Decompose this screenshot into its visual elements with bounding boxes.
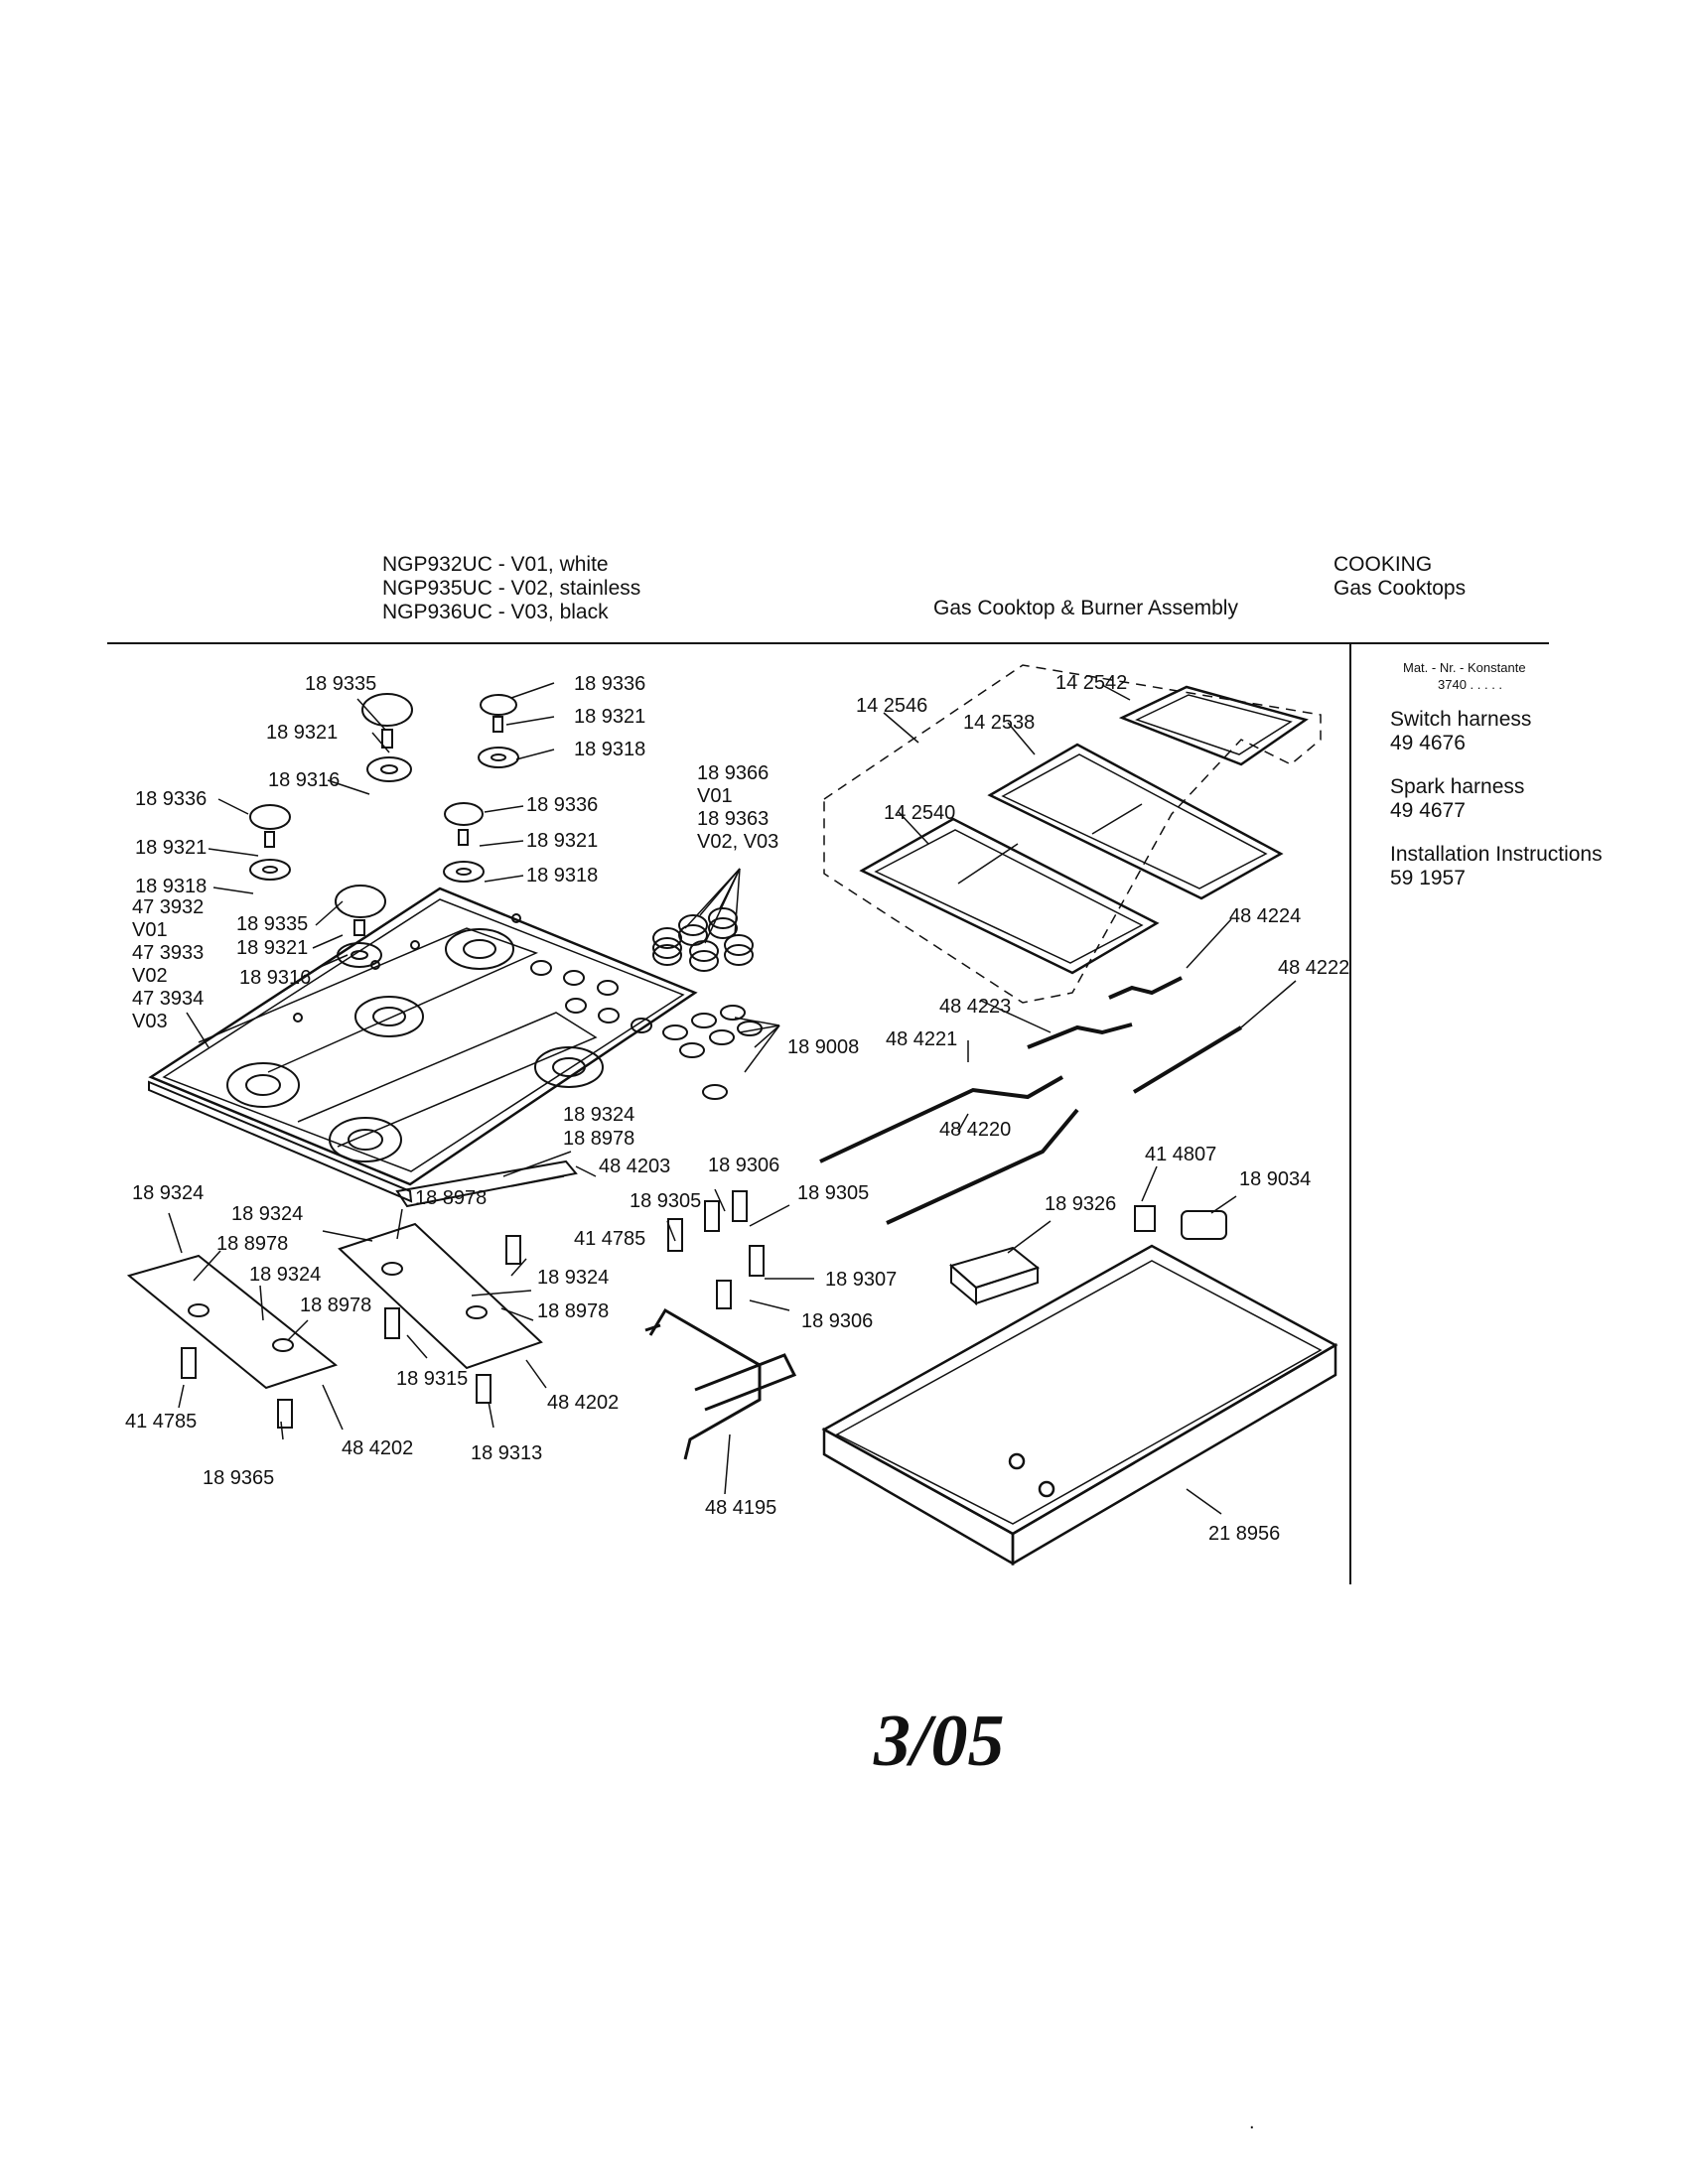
knob-bezels bbox=[662, 1005, 763, 1100]
part-label: 48 4224 bbox=[1229, 905, 1302, 927]
part-label: 14 2540 bbox=[884, 802, 956, 824]
mat-nr-label: Mat. - Nr. - Konstante bbox=[1403, 660, 1526, 675]
sidebar-item-part: 49 4676 bbox=[1390, 732, 1466, 754]
part-label: 41 4785 bbox=[125, 1411, 198, 1433]
part-label: 18 9307 bbox=[825, 1269, 898, 1291]
part-label: 18 9336 bbox=[574, 673, 646, 695]
part-label: 18 9321 bbox=[135, 837, 208, 859]
part-label: 47 3934 bbox=[132, 988, 205, 1010]
part-label: 18 9318 bbox=[574, 739, 646, 760]
part-label: 18 9321 bbox=[574, 706, 646, 728]
control-knobs bbox=[652, 907, 754, 972]
part-label: 18 9305 bbox=[630, 1190, 702, 1212]
grates bbox=[823, 664, 1322, 1004]
part-label: 18 9363 bbox=[697, 808, 770, 830]
part-label: 18 9365 bbox=[203, 1467, 275, 1489]
sidebar-item-name: Installation Instructions bbox=[1390, 843, 1603, 866]
part-label: 18 9316 bbox=[239, 967, 312, 989]
part-label: 48 4202 bbox=[342, 1437, 414, 1459]
model-line-2: NGP935UC - V02, stainless bbox=[382, 577, 641, 600]
part-label: 47 3932 bbox=[132, 896, 205, 918]
subcategory: Gas Cooktops bbox=[1333, 577, 1467, 600]
part-label: 48 4202 bbox=[547, 1392, 620, 1414]
part-label: 18 9335 bbox=[305, 673, 377, 695]
part-label: 18 9335 bbox=[236, 913, 309, 935]
part-label: 18 8978 bbox=[415, 1187, 488, 1209]
part-label: 18 9305 bbox=[797, 1182, 870, 1204]
burner-well bbox=[534, 1046, 604, 1088]
part-label: 18 9324 bbox=[132, 1182, 205, 1204]
revision-date: 3/05 bbox=[874, 1701, 1005, 1782]
part-label: 18 9306 bbox=[708, 1155, 780, 1176]
part-label: 18 9034 bbox=[1239, 1168, 1312, 1190]
leader-lines bbox=[168, 682, 1297, 1515]
part-label: 14 2542 bbox=[1055, 672, 1128, 694]
gas-tubes bbox=[819, 976, 1243, 1225]
part-label: V01 bbox=[697, 785, 733, 807]
burner-well bbox=[329, 1117, 402, 1162]
part-label: 18 8978 bbox=[300, 1295, 372, 1316]
part-label: 18 9321 bbox=[266, 722, 339, 744]
part-label: 48 4195 bbox=[705, 1497, 777, 1519]
connector bbox=[1181, 1210, 1227, 1240]
burner-caps bbox=[249, 693, 519, 968]
part-label: 48 4222 bbox=[1278, 957, 1350, 979]
part-label: V01 bbox=[132, 919, 168, 941]
part-label: V03 bbox=[132, 1011, 168, 1032]
model-line-1: NGP932UC - V01, white bbox=[382, 553, 609, 576]
burner-well bbox=[445, 928, 514, 970]
part-label: 18 8978 bbox=[216, 1233, 289, 1255]
part-label: V02 bbox=[132, 965, 168, 987]
part-label: 14 2538 bbox=[963, 712, 1036, 734]
part-label: 18 9315 bbox=[396, 1368, 469, 1390]
part-label: 48 4203 bbox=[599, 1156, 671, 1177]
part-label: 18 9324 bbox=[563, 1104, 635, 1126]
part-label: 18 9316 bbox=[268, 769, 341, 791]
part-label: 41 4785 bbox=[574, 1228, 646, 1250]
sidebar-item-part: 59 1957 bbox=[1390, 867, 1466, 889]
cooktop-panel bbox=[148, 887, 698, 1203]
part-label: 18 9324 bbox=[249, 1264, 322, 1286]
part-label: 18 8978 bbox=[563, 1128, 635, 1150]
manifold-bars bbox=[126, 1160, 578, 1390]
part-label: 18 9306 bbox=[801, 1310, 874, 1332]
part-label: 14 2546 bbox=[856, 695, 928, 717]
part-label: 18 9366 bbox=[697, 762, 770, 784]
sidebar-item-name: Switch harness bbox=[1390, 708, 1532, 731]
part-label: 18 9324 bbox=[231, 1203, 304, 1225]
part-label: 18 9008 bbox=[787, 1036, 860, 1058]
burner-well bbox=[354, 996, 424, 1037]
connector bbox=[1134, 1205, 1156, 1232]
part-label: 18 9313 bbox=[471, 1442, 543, 1464]
part-label: 48 4223 bbox=[939, 996, 1012, 1018]
part-label: V02, V03 bbox=[697, 831, 779, 853]
part-label: 18 9336 bbox=[135, 788, 208, 810]
stray-dot: . bbox=[1249, 2112, 1255, 2133]
valves bbox=[181, 1190, 765, 1429]
part-label: 21 8956 bbox=[1208, 1523, 1281, 1545]
model-line-3: NGP936UC - V03, black bbox=[382, 601, 609, 623]
burner-well bbox=[226, 1062, 300, 1108]
part-label: 48 4220 bbox=[939, 1119, 1012, 1141]
part-label: 18 9318 bbox=[135, 876, 208, 897]
bottom-tray bbox=[821, 1244, 1338, 1567]
part-label: 18 9318 bbox=[526, 865, 599, 887]
category: COOKING bbox=[1333, 553, 1433, 576]
part-label: 18 9321 bbox=[236, 937, 309, 959]
mat-code: 3740 . . . . . bbox=[1438, 677, 1503, 692]
part-label: 18 9324 bbox=[537, 1267, 610, 1289]
sidebar-item-name: Spark harness bbox=[1390, 775, 1525, 798]
pipe-frame bbox=[644, 1307, 797, 1460]
sidebar-item-part: 49 4677 bbox=[1390, 799, 1466, 822]
page-title: Gas Cooktop & Burner Assembly bbox=[933, 597, 1238, 619]
part-label: 41 4807 bbox=[1145, 1144, 1217, 1165]
part-label: 48 4221 bbox=[886, 1028, 958, 1050]
part-label: 18 8978 bbox=[537, 1300, 610, 1322]
part-label: 18 9321 bbox=[526, 830, 599, 852]
part-label: 18 9336 bbox=[526, 794, 599, 816]
part-label: 18 9326 bbox=[1045, 1193, 1117, 1215]
part-label: 47 3933 bbox=[132, 942, 205, 964]
ignition-module bbox=[948, 1246, 1041, 1306]
